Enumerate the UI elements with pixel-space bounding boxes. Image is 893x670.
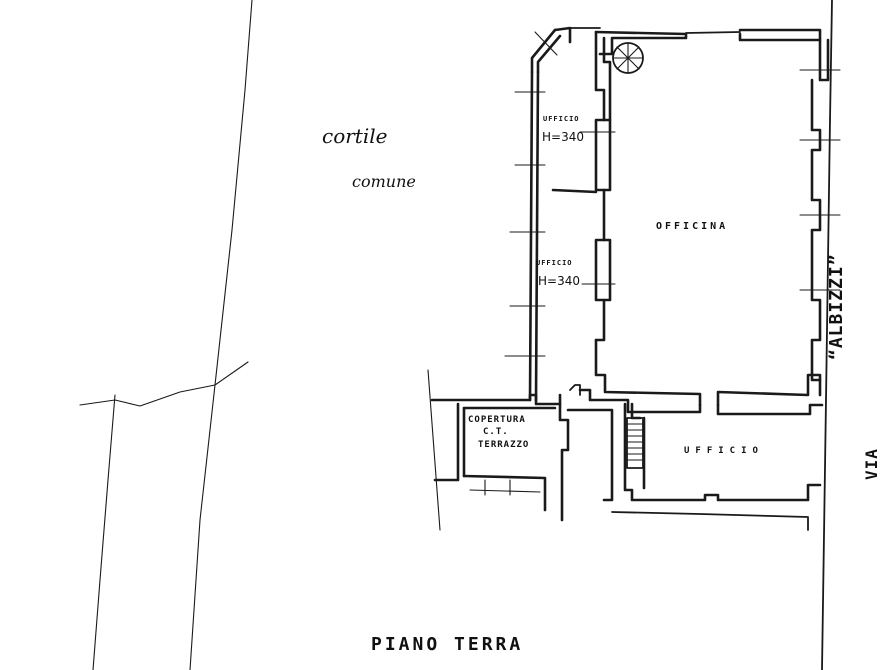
room-label-copertura-line1: COPERTURA bbox=[468, 415, 526, 425]
room-label-ufficio-3: UFFICIO bbox=[684, 446, 764, 456]
room-height-ufficio-1: H=340 bbox=[542, 130, 584, 144]
corner-cross-icon bbox=[534, 31, 558, 56]
room-label-ufficio-1: UFFICIO bbox=[543, 115, 580, 123]
site-boundary-lines bbox=[79, 0, 441, 670]
room-label-copertura-line2: C.T. bbox=[483, 427, 509, 437]
street-name-label: “ALBIZZI” bbox=[826, 253, 847, 360]
street-boundary bbox=[821, 0, 833, 670]
spiral-stair-icon bbox=[612, 42, 644, 74]
street-prefix-label: VIA bbox=[862, 448, 881, 480]
room-label-copertura-line3: TERRAZZO bbox=[478, 440, 530, 450]
building-walls bbox=[430, 26, 841, 531]
courtyard-label-line2: comune bbox=[352, 172, 416, 191]
courtyard-label-line1: cortile bbox=[322, 124, 388, 148]
drawing-title: PIANO TERRA bbox=[371, 634, 524, 655]
straight-stair-icon bbox=[626, 416, 646, 490]
room-height-ufficio-2: H=340 bbox=[538, 274, 580, 288]
room-label-officina: OFFICINA bbox=[656, 221, 729, 232]
room-label-ufficio-2: UFFICIO bbox=[536, 259, 573, 267]
